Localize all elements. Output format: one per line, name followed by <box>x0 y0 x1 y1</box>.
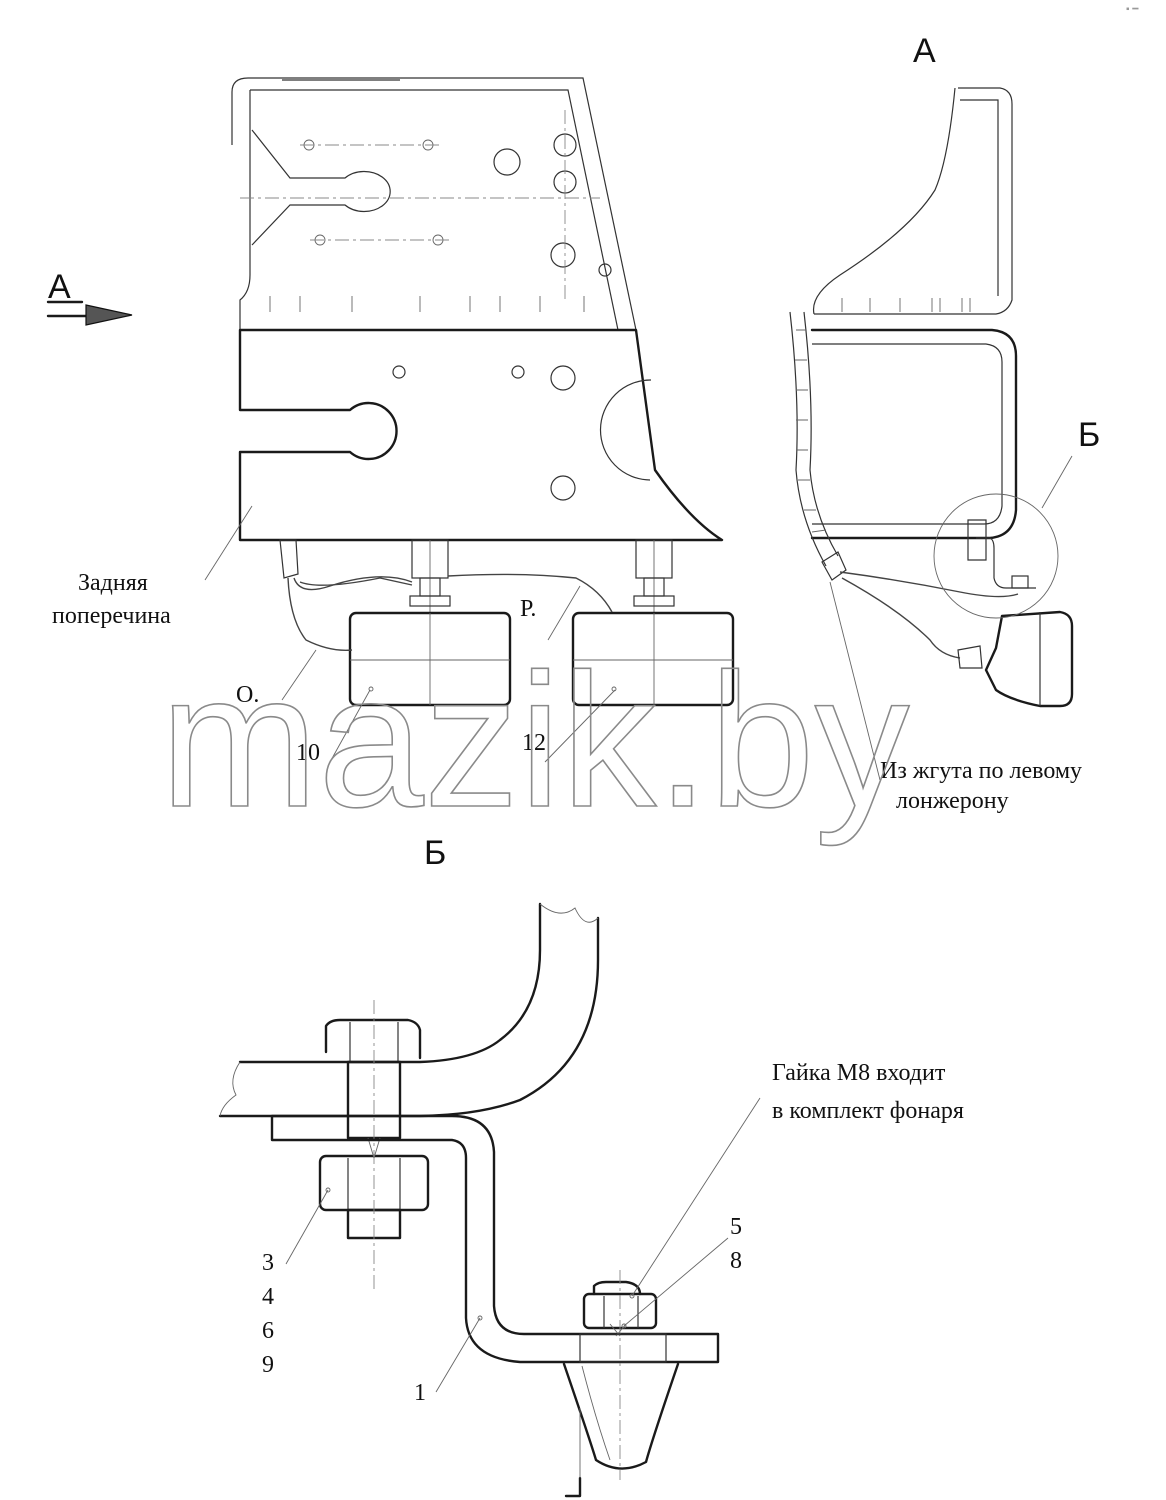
view-a-title: А <box>913 32 936 70</box>
lamp-right <box>571 539 735 707</box>
detail-b-bracket <box>270 1114 720 1364</box>
rear-crossmember-label-1: Задняя <box>78 570 148 596</box>
view-a-bracket <box>812 87 1013 315</box>
detail-b-lamp-housing <box>562 1333 680 1498</box>
leader-lines-main <box>204 505 617 763</box>
detail-b-leader <box>1041 455 1073 509</box>
view-arrow-a <box>46 300 133 326</box>
corner-mark: ▪ ━ <box>1126 4 1139 15</box>
detail-b-bolt <box>318 1000 430 1290</box>
wire-o-label: О. <box>236 682 259 708</box>
lamp-left <box>348 539 512 707</box>
wire-p-label: Р. <box>520 596 536 622</box>
view-a-harness <box>789 311 1019 781</box>
rear-crossmember-label-2: поперечина <box>52 603 171 629</box>
leader-lines-detail <box>285 1097 761 1393</box>
part-number-1: 1 <box>414 1380 426 1406</box>
view-a-crossmember <box>810 328 1018 540</box>
lamp-left-number: 10 <box>296 740 320 766</box>
part-number-6: 6 <box>262 1318 274 1344</box>
nut-note-1: Гайка М8 входит <box>772 1060 946 1086</box>
view-b-callout-label: Б <box>1078 416 1100 454</box>
lamp-right-number: 12 <box>522 730 546 756</box>
detail-b-circle <box>933 493 1059 619</box>
nut-note-2: в комплект фонаря <box>772 1098 964 1124</box>
rear-crossmember <box>238 328 724 542</box>
part-number-5: 5 <box>730 1214 742 1240</box>
part-number-8: 8 <box>730 1248 742 1274</box>
part-number-9: 9 <box>262 1352 274 1378</box>
harness-label-2: лонжерону <box>896 788 1009 814</box>
detail-b-upper-member <box>218 902 600 1118</box>
harness-label-1: Из жгута по левому <box>880 758 1082 784</box>
arrow-a-label: А <box>48 268 71 306</box>
wiring-harness-rear <box>279 539 613 651</box>
detail-b-nut <box>582 1270 658 1480</box>
part-number-3: 3 <box>262 1250 274 1276</box>
view-b-title: Б <box>424 834 446 872</box>
part-number-4: 4 <box>262 1284 274 1310</box>
watermark-text: mazik.by <box>160 635 910 847</box>
upper-bracket-plate <box>231 77 637 331</box>
view-a-lamp <box>957 519 1074 708</box>
